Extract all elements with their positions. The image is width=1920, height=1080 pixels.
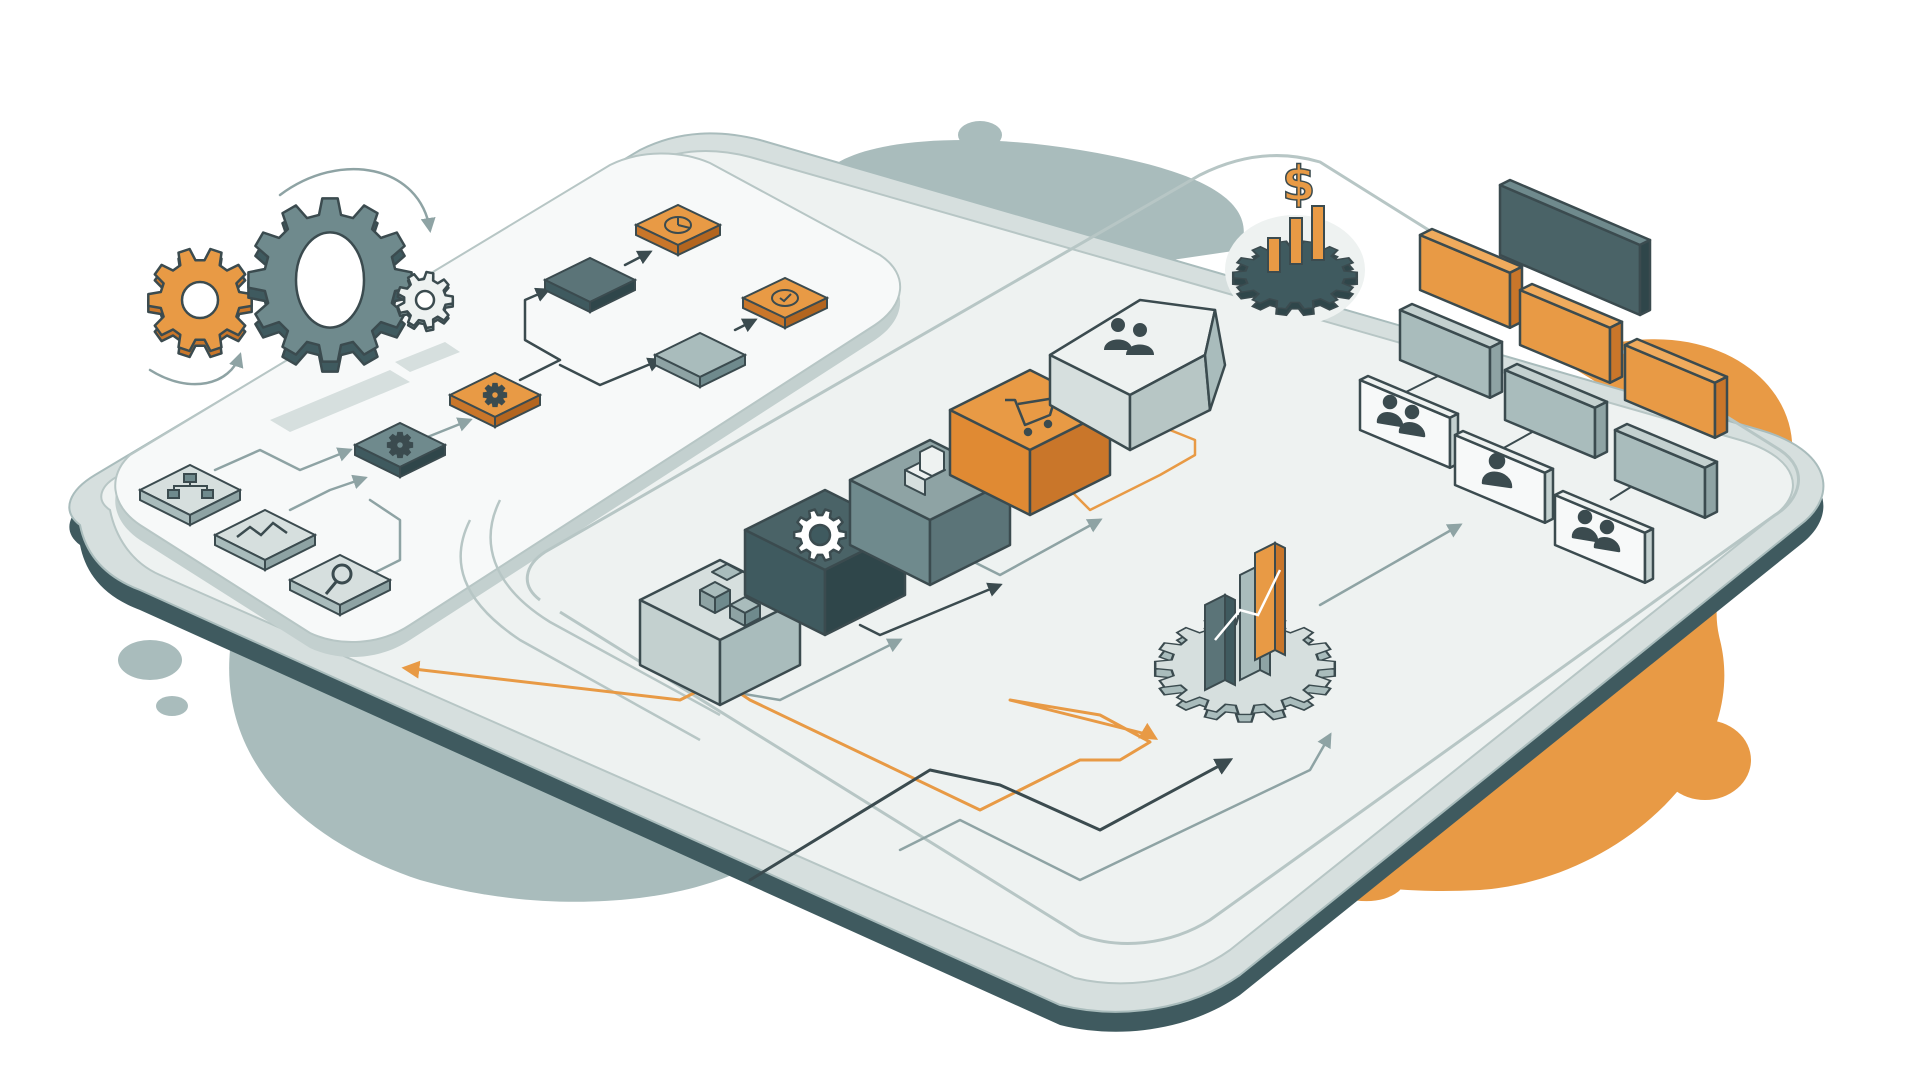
connector-block-4 (1058, 428, 1197, 512)
cubes-icon (699, 563, 761, 627)
org-box (1518, 282, 1624, 385)
connector-block-3 (968, 518, 1103, 577)
center-channel-2 (489, 499, 721, 717)
org-box (1623, 337, 1729, 440)
flow-node (447, 371, 543, 429)
block-chain (638, 298, 1227, 707)
gear-hole (180, 280, 220, 320)
connector-block-2 (858, 582, 1003, 637)
bar-chart-icon (1267, 205, 1325, 273)
users-icon (1104, 318, 1154, 355)
left-panel-chip-1 (270, 370, 410, 432)
connector-split-down (558, 357, 663, 387)
flow-node (740, 276, 830, 330)
gear-icon (396, 270, 455, 333)
block (1048, 298, 1227, 452)
flow-node (652, 331, 748, 389)
gear-hole (808, 523, 832, 547)
check-circle-icon (771, 289, 799, 307)
gear-hole (489, 389, 501, 401)
gear-icon (147, 247, 253, 359)
wave-gray (898, 732, 1332, 882)
flow-node (633, 203, 723, 257)
connector-to-org (1318, 523, 1463, 607)
org-box (1613, 422, 1719, 520)
dollar-icon: $ (1282, 156, 1315, 212)
magnifier-icon (324, 563, 353, 595)
org-box (1398, 302, 1504, 400)
wave-dark (748, 758, 1234, 882)
org-card (1358, 374, 1460, 470)
flow-nodes (352, 203, 830, 479)
gear-icon (792, 508, 848, 562)
block (848, 438, 1012, 587)
org-card (1453, 429, 1555, 525)
stair-block-icon (904, 445, 946, 496)
gear-icon (1231, 240, 1359, 317)
input-tile (212, 508, 318, 572)
gear-hole (414, 289, 436, 311)
gear-icon (386, 431, 414, 459)
flow-node (352, 421, 448, 479)
connector-gear-loop-bottom (148, 352, 244, 386)
blob-orange-dot (1659, 720, 1751, 800)
center-channel-1 (459, 519, 701, 742)
wave-orange-right (1008, 698, 1159, 792)
org-card (1553, 489, 1655, 585)
users-icon (1376, 394, 1426, 438)
gear-icon (247, 197, 413, 373)
users-icon (1571, 509, 1621, 553)
finance-gear: $ (1225, 155, 1365, 325)
input-tiles (137, 463, 393, 617)
pie-chart-icon (664, 216, 692, 234)
connector-tile-2 (288, 474, 368, 512)
line-chart-icon (236, 521, 288, 538)
user-icon (1481, 452, 1513, 489)
input-tile (287, 553, 393, 617)
input-tile (137, 463, 243, 527)
gear-icon (482, 382, 508, 408)
bar-chart-icon (1204, 541, 1286, 692)
connector-tile-1 (213, 447, 353, 472)
org-chart-icon (167, 473, 214, 499)
flow-node (542, 256, 638, 314)
center-panel-outline (525, 154, 1800, 945)
org-header-block (1498, 178, 1652, 317)
blob-slate-tiny (156, 696, 188, 716)
gear-hole (294, 231, 366, 329)
connector-top-2 (733, 318, 758, 333)
analytics-gear (1153, 541, 1337, 723)
block (638, 558, 802, 707)
blob-slate-small (118, 640, 182, 680)
connector-split-up (518, 287, 562, 382)
gear-hole (394, 439, 406, 451)
connector-top-1 (623, 250, 653, 267)
connector-tile-3 (368, 498, 402, 577)
connector-gear-loop-top (278, 167, 436, 233)
blob-slate-dot (958, 121, 1002, 149)
gear-cluster (147, 197, 455, 373)
org-chart (1358, 178, 1729, 585)
org-box (1503, 362, 1609, 460)
center-panel (459, 154, 1800, 945)
left-panel-chip-2 (395, 342, 460, 372)
